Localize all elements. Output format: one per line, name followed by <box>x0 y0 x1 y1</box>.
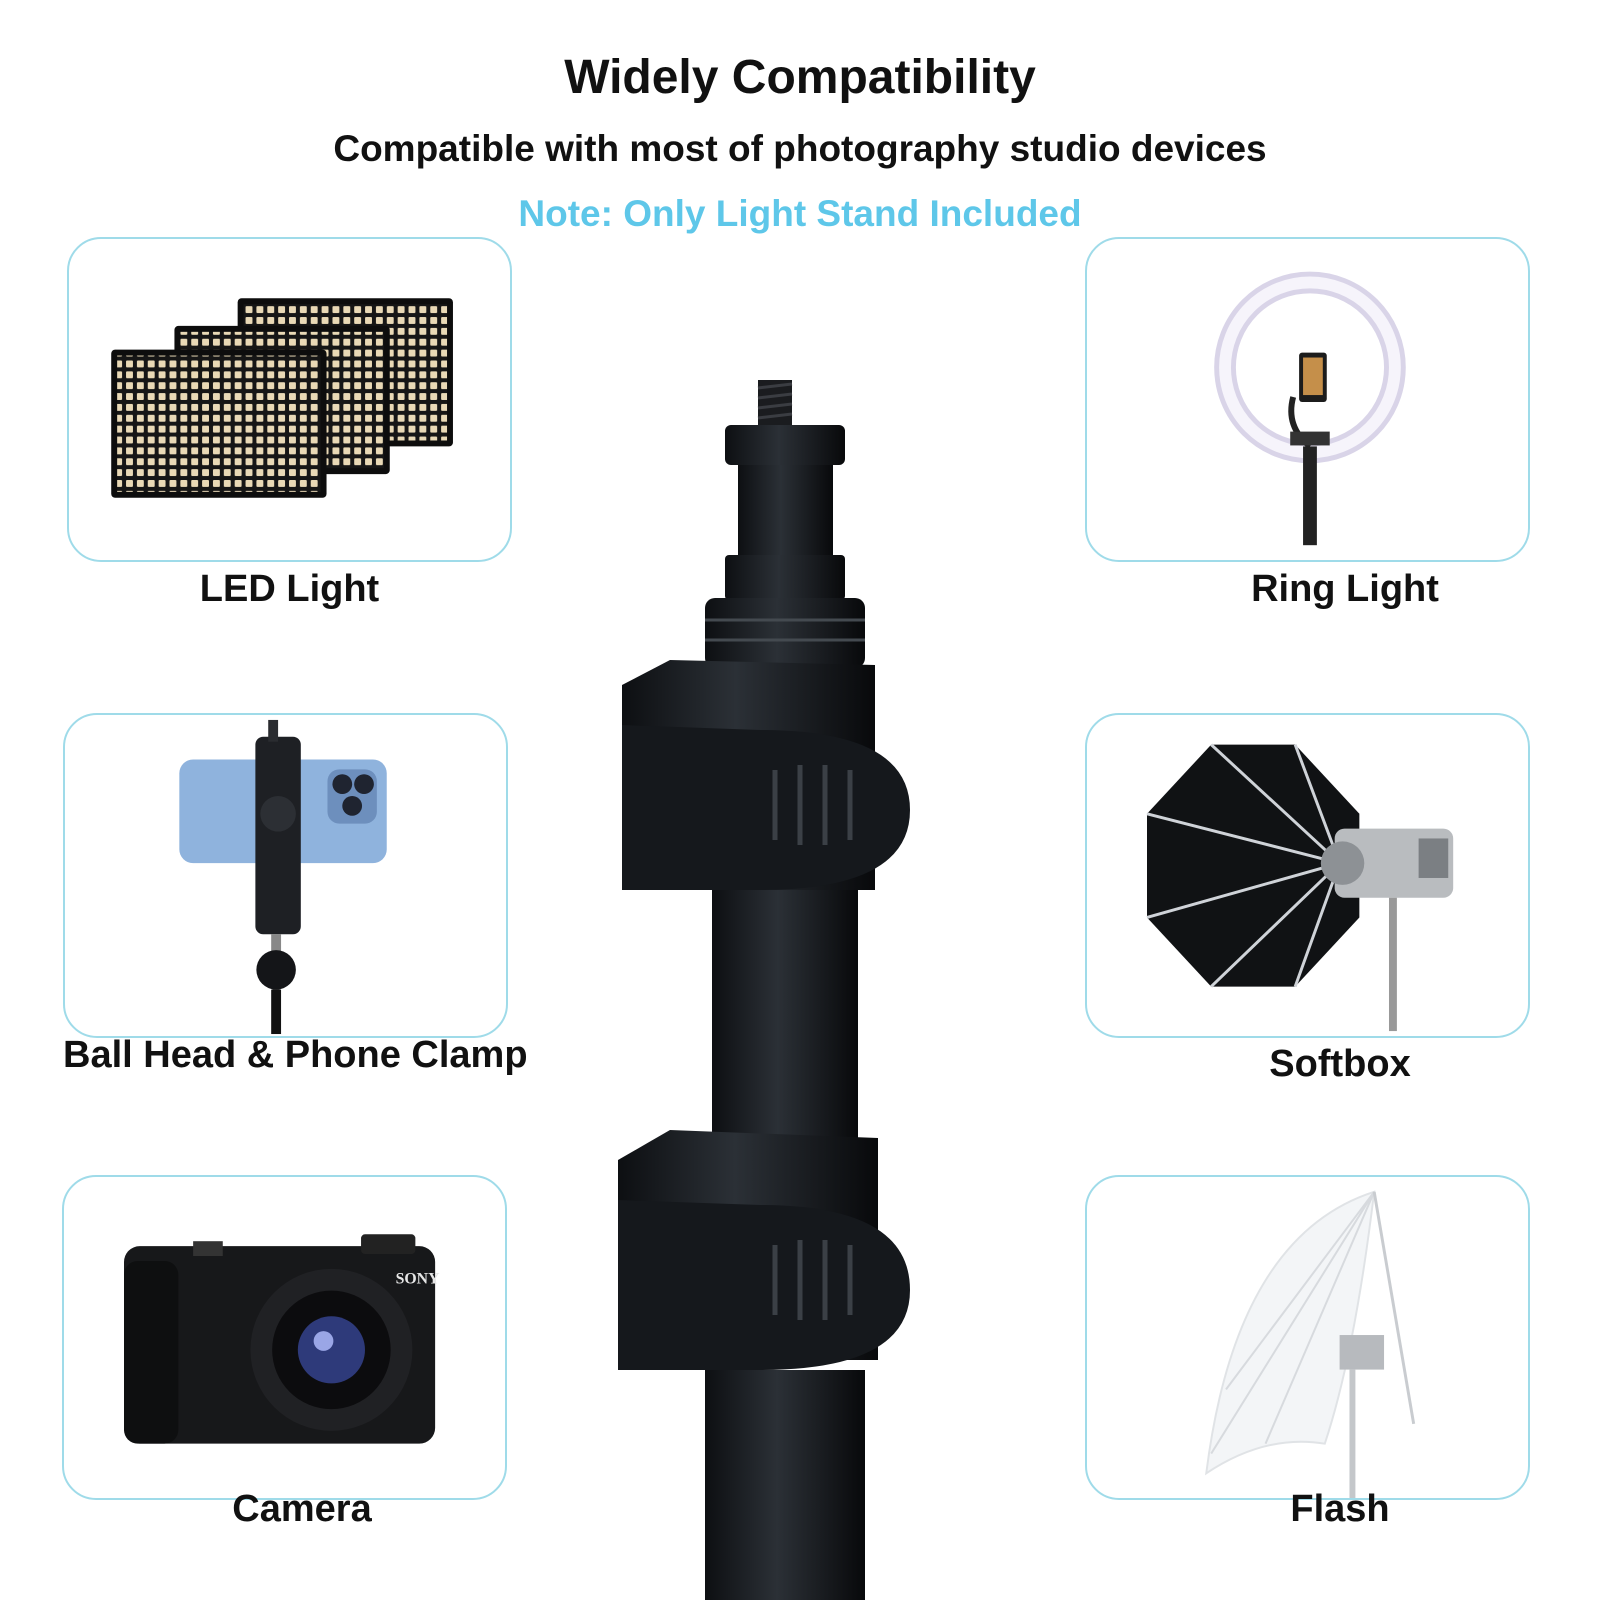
device-card-flash <box>1085 1175 1530 1500</box>
device-label-ring-light: Ring Light <box>1251 568 1439 610</box>
page-subtitle: Compatible with most of photography stud… <box>333 128 1267 169</box>
device-label-camera: Camera <box>232 1488 372 1530</box>
device-card-softbox <box>1085 713 1530 1038</box>
phone-clamp-icon <box>179 719 387 1035</box>
light-stand-pole-icon <box>618 380 910 1600</box>
device-card-camera: SONY <box>62 1175 507 1500</box>
device-label-softbox: Softbox <box>1269 1043 1411 1085</box>
note-text: Note: Only Light Stand Included <box>518 193 1082 234</box>
device-label-flash: Flash <box>1290 1488 1390 1530</box>
device-label-phone-clamp: Ball Head & Phone Clamp <box>63 1034 528 1076</box>
ring-light-icon <box>1214 271 1406 546</box>
device-card-led-light <box>67 237 512 562</box>
device-label-led-light: LED Light <box>199 568 380 610</box>
led-panel-icon <box>111 298 453 498</box>
camera-icon: SONY <box>124 1234 440 1444</box>
light-stand-pole-image <box>610 370 940 1600</box>
device-card-ring-light <box>1085 237 1530 562</box>
camera-brand-text: SONY <box>396 1271 440 1288</box>
page-title: Widely Compatibility <box>564 51 1036 104</box>
softbox-icon <box>1146 743 1454 1032</box>
device-card-phone-clamp <box>63 713 508 1038</box>
umbrella-flash-icon <box>1205 1190 1416 1498</box>
